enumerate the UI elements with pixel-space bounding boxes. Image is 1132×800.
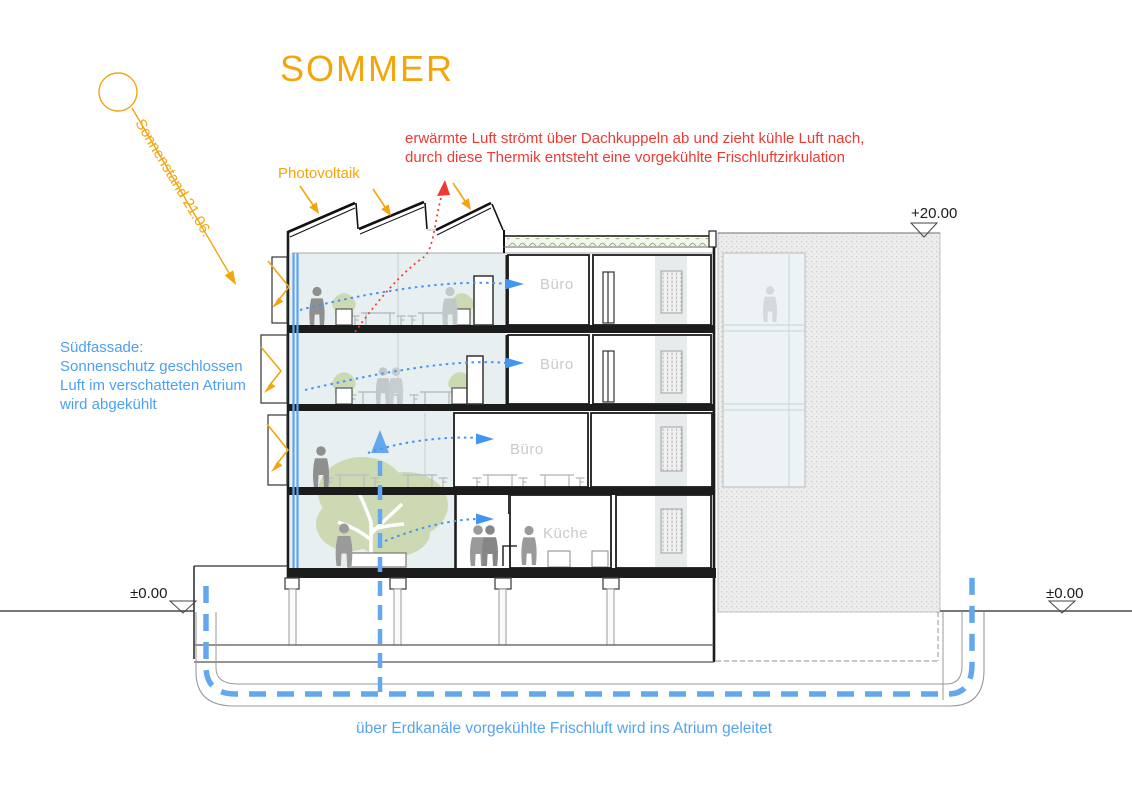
earth-duct-note: über Erdkanäle vorgekühlte Frischluft wi… xyxy=(356,720,773,737)
sawtooth-roof xyxy=(287,200,505,253)
tree-planter xyxy=(347,552,407,568)
pv-panel xyxy=(435,201,492,236)
photovoltaik-arrows xyxy=(299,182,471,216)
airflow-arrows xyxy=(299,281,508,542)
room-label-buero-2: Büro xyxy=(540,356,574,373)
facade-note-line: wird abgekühlt xyxy=(60,396,157,413)
rooms-outline xyxy=(453,254,713,569)
facade-reflection-arrows xyxy=(260,260,291,472)
facade-note-line: Sonnenschutz geschlossen xyxy=(60,358,243,375)
pv-panel xyxy=(287,201,356,238)
service-shaft xyxy=(655,256,687,567)
sun-ray-arrow xyxy=(131,107,236,285)
roof-parapet xyxy=(708,230,717,248)
elevation-markers xyxy=(168,222,1077,614)
photovoltaik-label: Photovoltaik xyxy=(278,165,360,182)
background-building xyxy=(716,232,941,662)
earth-duct-outline xyxy=(195,612,985,707)
airflow-arrowheads xyxy=(476,278,524,525)
room-label-kueche: Küche xyxy=(543,525,589,542)
floor-slabs xyxy=(288,325,716,578)
roof-exhaust-note: erwärmte Luft strömt über Dachkuppeln ab… xyxy=(405,129,864,167)
facade-boxes xyxy=(260,256,288,486)
facade-note-line: Südfassade: xyxy=(60,339,144,356)
roof-exhaust-note-line2: durch diese Thermik entsteht eine vorgek… xyxy=(405,149,845,166)
site-left-edge xyxy=(193,565,288,659)
background-basement-outline xyxy=(716,612,939,662)
roof-exhaust-note-line1: erwärmte Luft strömt über Dachkuppeln ab… xyxy=(405,130,865,147)
column xyxy=(284,577,620,590)
erdkanal-pipe xyxy=(203,577,975,697)
glazed-tower xyxy=(722,252,806,488)
page-title: SOMMER xyxy=(280,48,454,89)
room-label-buero-1: Büro xyxy=(510,441,544,458)
pv-panel xyxy=(358,200,425,235)
room-label-buero-3: Büro xyxy=(540,276,574,293)
facade-note-line: Luft im verschatteten Atrium xyxy=(60,377,246,394)
basement xyxy=(194,577,714,663)
elevation-roof: +20.00 xyxy=(911,205,958,222)
sun-icon xyxy=(98,72,138,112)
doors xyxy=(466,271,615,514)
exhaust-arrow xyxy=(354,180,450,333)
kitchen-counters xyxy=(502,545,609,568)
air-riser-arrow xyxy=(371,430,389,692)
shaft-grille xyxy=(660,270,683,554)
south-facade-sunshade xyxy=(292,253,299,568)
south-facade-note: Südfassade: Sonnenschutz geschlossen Luf… xyxy=(60,338,246,414)
elevation-ground-right: ±0.00 xyxy=(1046,585,1084,602)
green-roof xyxy=(503,230,717,248)
elevation-ground-left: ±0.00 xyxy=(130,585,168,602)
